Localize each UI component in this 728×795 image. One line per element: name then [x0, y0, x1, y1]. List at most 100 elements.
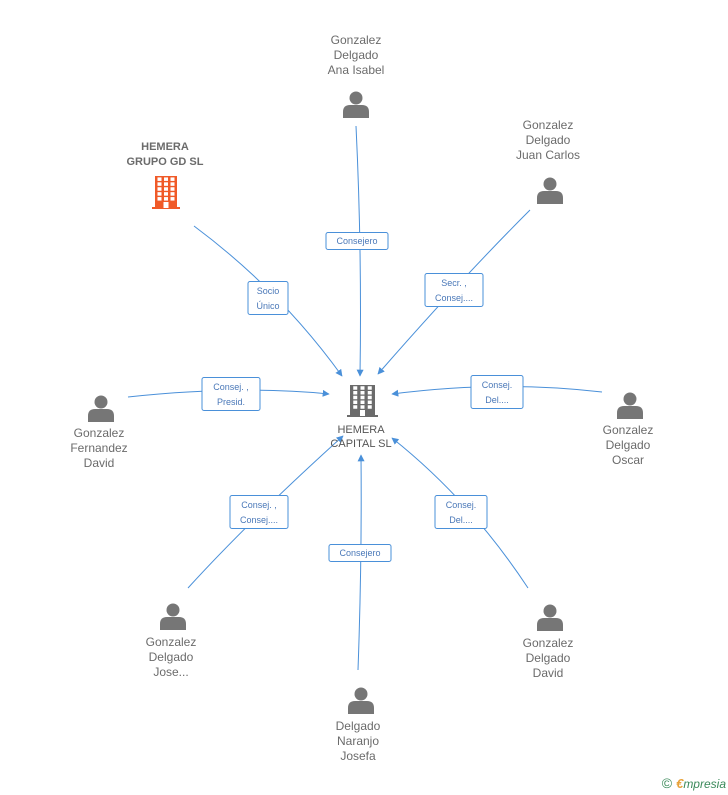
building-window — [360, 395, 365, 400]
person-head — [166, 603, 180, 617]
person-icon[interactable] — [88, 395, 114, 423]
building-window — [170, 187, 175, 191]
edge-josefa — [357, 454, 365, 671]
copyright-symbol: © — [661, 775, 673, 791]
building-icon[interactable] — [152, 176, 180, 209]
edge-label-box — [434, 495, 488, 529]
role-label-juan-carlos[interactable]: Secr. , Consej.... — [424, 273, 484, 307]
edge-label-text: Socio — [257, 286, 280, 296]
person-name-line: Delgado — [606, 438, 651, 452]
edge-label-text: Consejero — [336, 236, 377, 246]
main-company-node[interactable]: HEMERA GRUPO GD SL — [126, 141, 204, 209]
person-name-line: Delgado — [336, 719, 381, 733]
role-label-david-fernandez[interactable]: Consej. , Presid. — [201, 377, 261, 411]
person-name-line: David — [533, 666, 564, 680]
person-icon[interactable] — [160, 603, 186, 631]
person-name-line: Naranjo — [337, 734, 379, 748]
building-window — [157, 187, 162, 191]
building-window — [164, 177, 168, 181]
main-company-name-line: HEMERA — [141, 141, 189, 153]
brand-logo: €mpresia — [676, 776, 726, 791]
building-window — [164, 187, 168, 191]
role-label-jose[interactable]: Consej. ,Consej.... — [229, 495, 289, 529]
person-name-line: Gonzalez — [331, 33, 382, 47]
building-window — [353, 395, 358, 400]
person-name-line: Delgado — [149, 650, 194, 664]
building-window — [367, 395, 372, 400]
building-door — [163, 202, 169, 208]
edge-label-box — [328, 544, 392, 562]
center-company-name-line: HEMERA — [337, 424, 385, 436]
person-body — [537, 618, 563, 631]
building-window — [170, 197, 175, 201]
person-name-line: Gonzalez — [74, 426, 125, 440]
person-name-line: Ana Isabel — [328, 63, 385, 77]
edge-label-text: Único — [256, 301, 279, 311]
person-icon[interactable] — [537, 604, 563, 632]
building-window — [157, 182, 162, 186]
building-window — [170, 182, 175, 186]
center-company-name: HEMERA CAPITAL SL — [330, 424, 391, 450]
edge-label-box — [325, 232, 389, 250]
edge-label-text: Secr. , — [441, 278, 467, 288]
person-body — [537, 191, 563, 204]
building-window — [360, 400, 365, 404]
person-head — [354, 687, 368, 701]
building-window — [157, 192, 162, 196]
brand-initial: € — [676, 775, 684, 791]
building-window — [367, 386, 372, 390]
person-body — [348, 701, 374, 714]
person-head — [623, 392, 637, 406]
person-name-line: Oscar — [612, 453, 644, 467]
edge-label-box — [247, 281, 289, 315]
building-window — [157, 197, 162, 201]
building-window — [157, 177, 162, 181]
building-window — [164, 182, 168, 186]
building-window — [353, 405, 358, 409]
person-name-line: Juan Carlos — [516, 148, 580, 162]
person-icon[interactable] — [537, 177, 563, 205]
center-company-name-line: CAPITAL SL — [330, 438, 391, 450]
edge-label-text: Consej. , — [213, 382, 249, 392]
person-icon[interactable] — [348, 687, 374, 715]
main-company-name-line: GRUPO GD SL — [126, 156, 203, 168]
role-label-ana-isabel[interactable]: Consejero — [325, 232, 389, 250]
building-icon[interactable] — [347, 385, 378, 417]
person-name-line: Delgado — [526, 133, 571, 147]
building-window — [360, 405, 365, 409]
role-label-david-delgado[interactable]: Consej.Del.... — [434, 495, 488, 529]
edge-label-text: Presid. — [217, 397, 245, 407]
role-label-josefa[interactable]: Consejero — [328, 544, 392, 562]
edge-label-text: Del.... — [485, 395, 509, 405]
person-head — [543, 177, 557, 191]
center-company-node[interactable]: HEMERA CAPITAL SL — [330, 385, 392, 450]
edge-label-box — [229, 495, 289, 529]
building-window — [164, 192, 168, 196]
person-name-line: Gonzalez — [146, 635, 197, 649]
edge-label-text: Consej.... — [435, 293, 473, 303]
building-window — [360, 386, 365, 390]
edge-label-box — [201, 377, 261, 411]
building-window — [367, 405, 372, 409]
building-door — [360, 410, 365, 416]
role-label-oscar[interactable]: Consej.Del.... — [470, 375, 524, 409]
building-window — [353, 386, 358, 390]
person-icon[interactable] — [617, 392, 643, 420]
person-icon[interactable] — [343, 91, 369, 119]
main-company-name: HEMERA GRUPO GD SL — [126, 141, 203, 168]
